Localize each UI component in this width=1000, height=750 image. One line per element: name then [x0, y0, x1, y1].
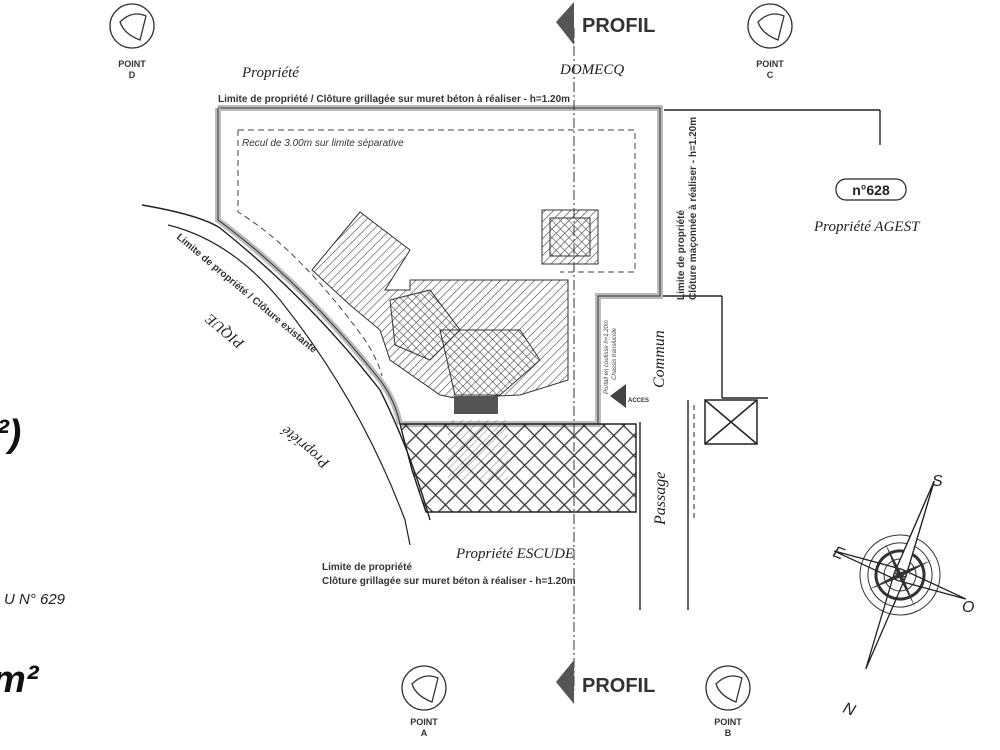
- parcel-number-badge: [835, 178, 907, 201]
- compass-o: O: [962, 599, 974, 616]
- label-portail-1: Portail en coulisse h=1.20m: [604, 320, 610, 394]
- label-limite-right-1: Limite de propriété: [676, 210, 687, 300]
- point-c-line2: C: [767, 70, 774, 80]
- compass-rose: [833, 480, 967, 670]
- acces-arrow-icon: [610, 384, 626, 408]
- point-a-symbol: POINT A: [401, 665, 447, 738]
- point-d-line1: POINT: [118, 59, 146, 69]
- label-passage: Passage: [652, 472, 669, 526]
- point-a-line1: POINT: [410, 717, 438, 727]
- label-acces: ACCES: [628, 398, 649, 404]
- point-d-symbol: POINT D: [109, 3, 155, 80]
- point-b-line2: B: [725, 728, 732, 738]
- parcel-number: n°628: [852, 182, 890, 198]
- utility-box: [704, 399, 758, 445]
- label-pique: PIQUE: [203, 310, 249, 352]
- label-propriete-left: Propriété: [278, 421, 334, 471]
- label-limite-right-2: Clôture maçonnée à réaliser - h=1.20m: [688, 117, 699, 300]
- compass-s: S: [932, 473, 943, 490]
- label-recul: Recul de 3.00m sur limite séparative: [242, 138, 404, 149]
- compass-n: N: [841, 700, 858, 720]
- label-commun: Commun: [651, 330, 668, 388]
- profile-arrow-bottom: PROFIL: [556, 660, 655, 704]
- point-c-symbol: POINT C: [747, 3, 793, 80]
- point-b-symbol: POINT B: [705, 665, 751, 738]
- label-portail-2: Chassis translucide: [612, 327, 618, 380]
- point-a-line2: A: [421, 728, 428, 738]
- point-c-line1: POINT: [756, 59, 784, 69]
- edge-text-1: ²): [0, 413, 21, 455]
- point-b-line1: POINT: [714, 717, 742, 727]
- profile-label-bottom: PROFIL: [582, 675, 655, 697]
- building-roof: [311, 209, 599, 414]
- label-limite-bottom-1: Limite de propriété: [322, 562, 412, 573]
- profile-label-top: PROFIL: [582, 15, 655, 37]
- profile-arrow-top: PROFIL: [556, 2, 655, 45]
- label-propriete-agest: Propriété AGEST: [813, 219, 921, 235]
- label-limite-top: Limite de propriété / Clôture grillagée …: [218, 94, 570, 105]
- label-domecq: DOMECQ: [559, 62, 624, 78]
- point-d-line2: D: [129, 70, 136, 80]
- edge-parcel-ref: U N° 629: [4, 591, 66, 608]
- paved-terrace: [399, 420, 637, 513]
- label-limite-bottom-2: Clôture grillagée sur muret béton à réal…: [322, 576, 576, 587]
- label-propriete-escude: Propriété ESCUDE: [455, 546, 574, 562]
- label-propriete-top: Propriété: [241, 65, 300, 81]
- setback-line: [237, 129, 636, 377]
- edge-text-2: m²: [0, 659, 40, 701]
